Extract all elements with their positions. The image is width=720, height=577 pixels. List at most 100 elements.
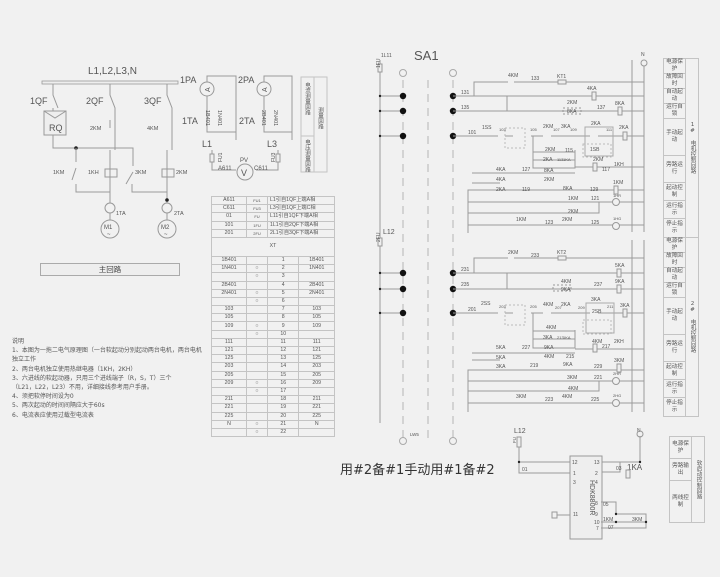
ss-wire-03: 03 xyxy=(616,466,622,472)
coil-4km-label: 4KM xyxy=(147,126,159,132)
wire-117: 117 xyxy=(602,167,610,173)
thermal-relay-1kh xyxy=(104,168,118,178)
terminal-left xyxy=(211,386,247,397)
wire-127: 127 xyxy=(522,167,531,173)
terminal-link: o xyxy=(246,272,268,282)
button-1ss: 1SS xyxy=(482,125,492,131)
terminal-number: 6 xyxy=(266,296,300,307)
terminal-right: 221 xyxy=(298,403,335,413)
fuse-wire: 01 xyxy=(211,212,247,222)
fuse-desc: L1引自1QF上端A相 xyxy=(267,195,335,206)
terminal-left: 103 xyxy=(211,305,247,315)
contact-3ka-d: 3KA xyxy=(496,364,506,370)
wire-207: 207 xyxy=(555,305,562,310)
contact-3km-b: 3KM xyxy=(567,375,577,381)
terminal-right: 105 xyxy=(298,313,335,323)
contact-2km-a: 2KM xyxy=(567,100,577,106)
contact-9ka-c: 9KA xyxy=(563,362,573,368)
fuse-fu3 xyxy=(275,153,281,163)
ss-supply-l12: L12 xyxy=(514,428,526,435)
ss-wire-05: 05 xyxy=(603,502,609,508)
terminal-right: 1N401 xyxy=(298,264,335,274)
wire-227: 227 xyxy=(522,345,531,351)
terminal-number: 20 xyxy=(266,411,300,421)
ammeter-2pa-symbol: A xyxy=(262,87,269,92)
pin-4: 4 xyxy=(595,480,598,486)
terminal-number: 3 xyxy=(266,272,300,282)
contact-8ka-a: 8KA xyxy=(567,109,577,115)
terminal-right: 2N401 xyxy=(298,288,335,298)
side-label-cell: 起动控制 xyxy=(663,361,686,380)
wire-229: 229 xyxy=(594,364,603,370)
contact-8ka-b: 8KA xyxy=(544,168,554,174)
fuse-id: FU xyxy=(246,212,268,222)
wire-225: 225 xyxy=(591,397,600,403)
wire-201: 201 xyxy=(468,307,477,313)
fuse-wire: A611 xyxy=(211,195,247,206)
contact-1kh: 1KH xyxy=(614,162,624,168)
side-label-cell: 手动起动 xyxy=(663,297,686,335)
coil-2km: 2KM xyxy=(593,157,603,163)
contact-5ka-b: 5KA xyxy=(496,345,506,351)
label-voltage-measure: 电压测量回路 xyxy=(304,139,310,172)
fuse-fu1-label: FU1 xyxy=(218,152,224,162)
side-group-label: 1# 电机控制回路 xyxy=(685,58,699,238)
contact-3ka: 3KA xyxy=(561,124,571,130)
terminal-right: 103 xyxy=(298,305,335,315)
pin-10: 10 xyxy=(594,520,600,526)
contact-2ka: 2KA xyxy=(591,121,601,127)
terminal-link: o xyxy=(246,419,268,429)
contact-2km-c2: 2KM xyxy=(508,250,518,256)
notes: 说明 1、本图为一拖二电气原理图（一台软起动分别起动两台电机，两台电机 独立工作… xyxy=(12,337,212,420)
wire-115: 115 xyxy=(565,148,573,154)
wire-221: 221 xyxy=(594,375,603,381)
terminal-right: 209 xyxy=(298,378,335,388)
contact-4km-b: 4KM xyxy=(543,302,553,308)
terminal-left: 125 xyxy=(211,354,247,364)
contact-2ka-c: 2KA xyxy=(543,157,553,163)
timer-kt2: KT2 xyxy=(557,250,566,256)
terminal-link xyxy=(246,354,268,364)
button-2ss: 2SS xyxy=(481,301,491,307)
label-current-measure: 电流测量回路 xyxy=(304,82,310,115)
control-circuit-2: L12 2FU 2KM 233 KT2 231 5KA 235 4KM 9KA … xyxy=(376,229,645,412)
fuse-wire: 101 xyxy=(211,220,247,230)
terminal-number: 19 xyxy=(266,403,300,413)
motor-m2-label: M2 xyxy=(161,225,170,231)
terminal-link: o xyxy=(246,329,268,339)
side-label-cell: 电源保护 xyxy=(663,58,686,74)
voltmeter-pv-label: PV xyxy=(240,158,248,164)
side-label-cell: 运行指示 xyxy=(663,200,686,219)
voltmeter-symbol: V xyxy=(241,168,247,178)
wire-c611: C611 xyxy=(254,166,269,172)
selector-sa1: SA1 1L11 1FU LW5 xyxy=(376,48,457,445)
thermal-relay-2-label: 2KM xyxy=(176,170,188,176)
side-label-cell: 运行指示 xyxy=(663,379,686,398)
note-line: 2、两台电机独立使用热继电器（1KH，2KH） xyxy=(12,365,137,373)
motor-m1-symbol: ~ xyxy=(107,232,111,238)
side-label-cell: 故障回时 xyxy=(663,252,686,268)
fuse-id: 2FU xyxy=(246,228,268,238)
side-label-cell: 停止指示 xyxy=(663,397,686,417)
contact-2km-d: 2KM xyxy=(544,177,554,183)
contact-2km-b: 2KM xyxy=(543,124,553,130)
contact-4km-g: 4KM xyxy=(562,394,572,400)
fuse-id: FU1 xyxy=(246,195,268,206)
note-line: （L21，L22，L23）不用，详细接线参考用户手册。 xyxy=(12,384,153,392)
terminal-right xyxy=(298,427,335,438)
terminal-number: 10 xyxy=(266,329,300,339)
side-group-label: 软启动控制回路 xyxy=(691,436,705,523)
contact-2ka-c2: 2KA xyxy=(561,302,571,308)
wire-119: 119 xyxy=(522,187,530,193)
control-circuit-1: N 4KM 133 KT1 131 4KA 135 2KM 8KA 137 8K… xyxy=(453,52,648,233)
ss-contact-1km: 1KM xyxy=(603,517,613,523)
ammeter-1pa-symbol: A xyxy=(205,87,212,92)
wire-235: 235 xyxy=(461,282,470,288)
